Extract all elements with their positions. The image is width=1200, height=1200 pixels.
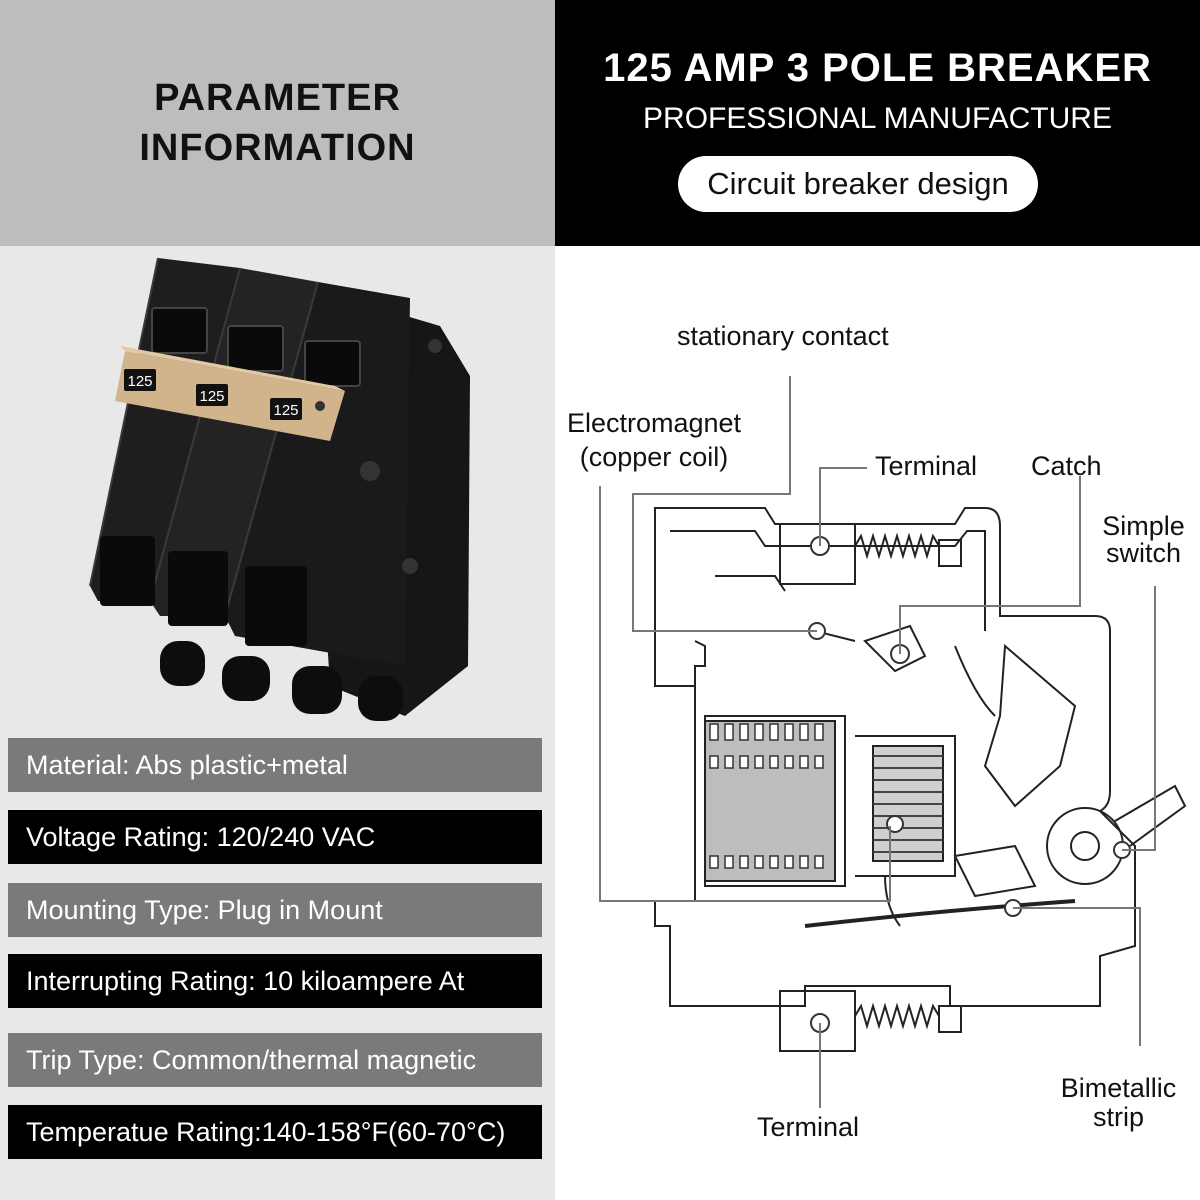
label-stationary-contact: stationary contact xyxy=(677,321,889,351)
product-header: 125 AMP 3 POLE BREAKER PROFESSIONAL MANU… xyxy=(555,0,1200,246)
product-panel: 125 125 125 Material: Abs plastic+metal … xyxy=(0,246,555,1200)
spec-trip-type: Trip Type: Common/thermal magnetic xyxy=(8,1033,542,1087)
rating-label-2: 125 xyxy=(199,388,224,405)
product-subtitle: PROFESSIONAL MANUFACTURE xyxy=(643,102,1112,135)
product-title: 125 AMP 3 POLE BREAKER xyxy=(603,46,1152,90)
label-electromagnet-2: (copper coil) xyxy=(579,442,729,472)
label-bimetal-1: Bimetallic xyxy=(1060,1073,1177,1103)
spec-mounting: Mounting Type: Plug in Mount xyxy=(8,883,542,937)
label-electromagnet-1: Electromagnet xyxy=(566,408,742,438)
parameter-title-line2: INFORMATION xyxy=(139,127,416,169)
breaker-cutaway-diagram: stationary contact Electromagnet (copper… xyxy=(555,246,1200,1200)
rating-label-1: 125 xyxy=(127,373,152,390)
label-terminal-bottom: Terminal xyxy=(757,1112,860,1142)
parameter-title-line1: PARAMETER xyxy=(154,77,401,119)
spec-voltage: Voltage Rating: 120/240 VAC xyxy=(8,810,542,864)
breaker-schematic xyxy=(599,376,1187,1108)
label-catch: Catch xyxy=(1031,451,1102,481)
breaker-product-image: 125 125 125 xyxy=(89,257,470,721)
spec-interrupting: Interrupting Rating: 10 kiloampere At xyxy=(8,954,542,1008)
spec-temperature: Temperatue Rating:140-158°F(60-70°C) xyxy=(8,1105,542,1159)
label-terminal-top: Terminal xyxy=(875,451,978,481)
label-switch-1: Simple xyxy=(1102,511,1185,541)
design-pill: Circuit breaker design xyxy=(678,156,1038,212)
rating-label-3: 125 xyxy=(273,402,298,419)
spec-material: Material: Abs plastic+metal xyxy=(8,738,542,792)
parameter-header: PARAMETER INFORMATION xyxy=(0,0,555,246)
label-switch-2: switch xyxy=(1105,538,1181,568)
label-bimetal-2: strip xyxy=(1092,1102,1144,1132)
